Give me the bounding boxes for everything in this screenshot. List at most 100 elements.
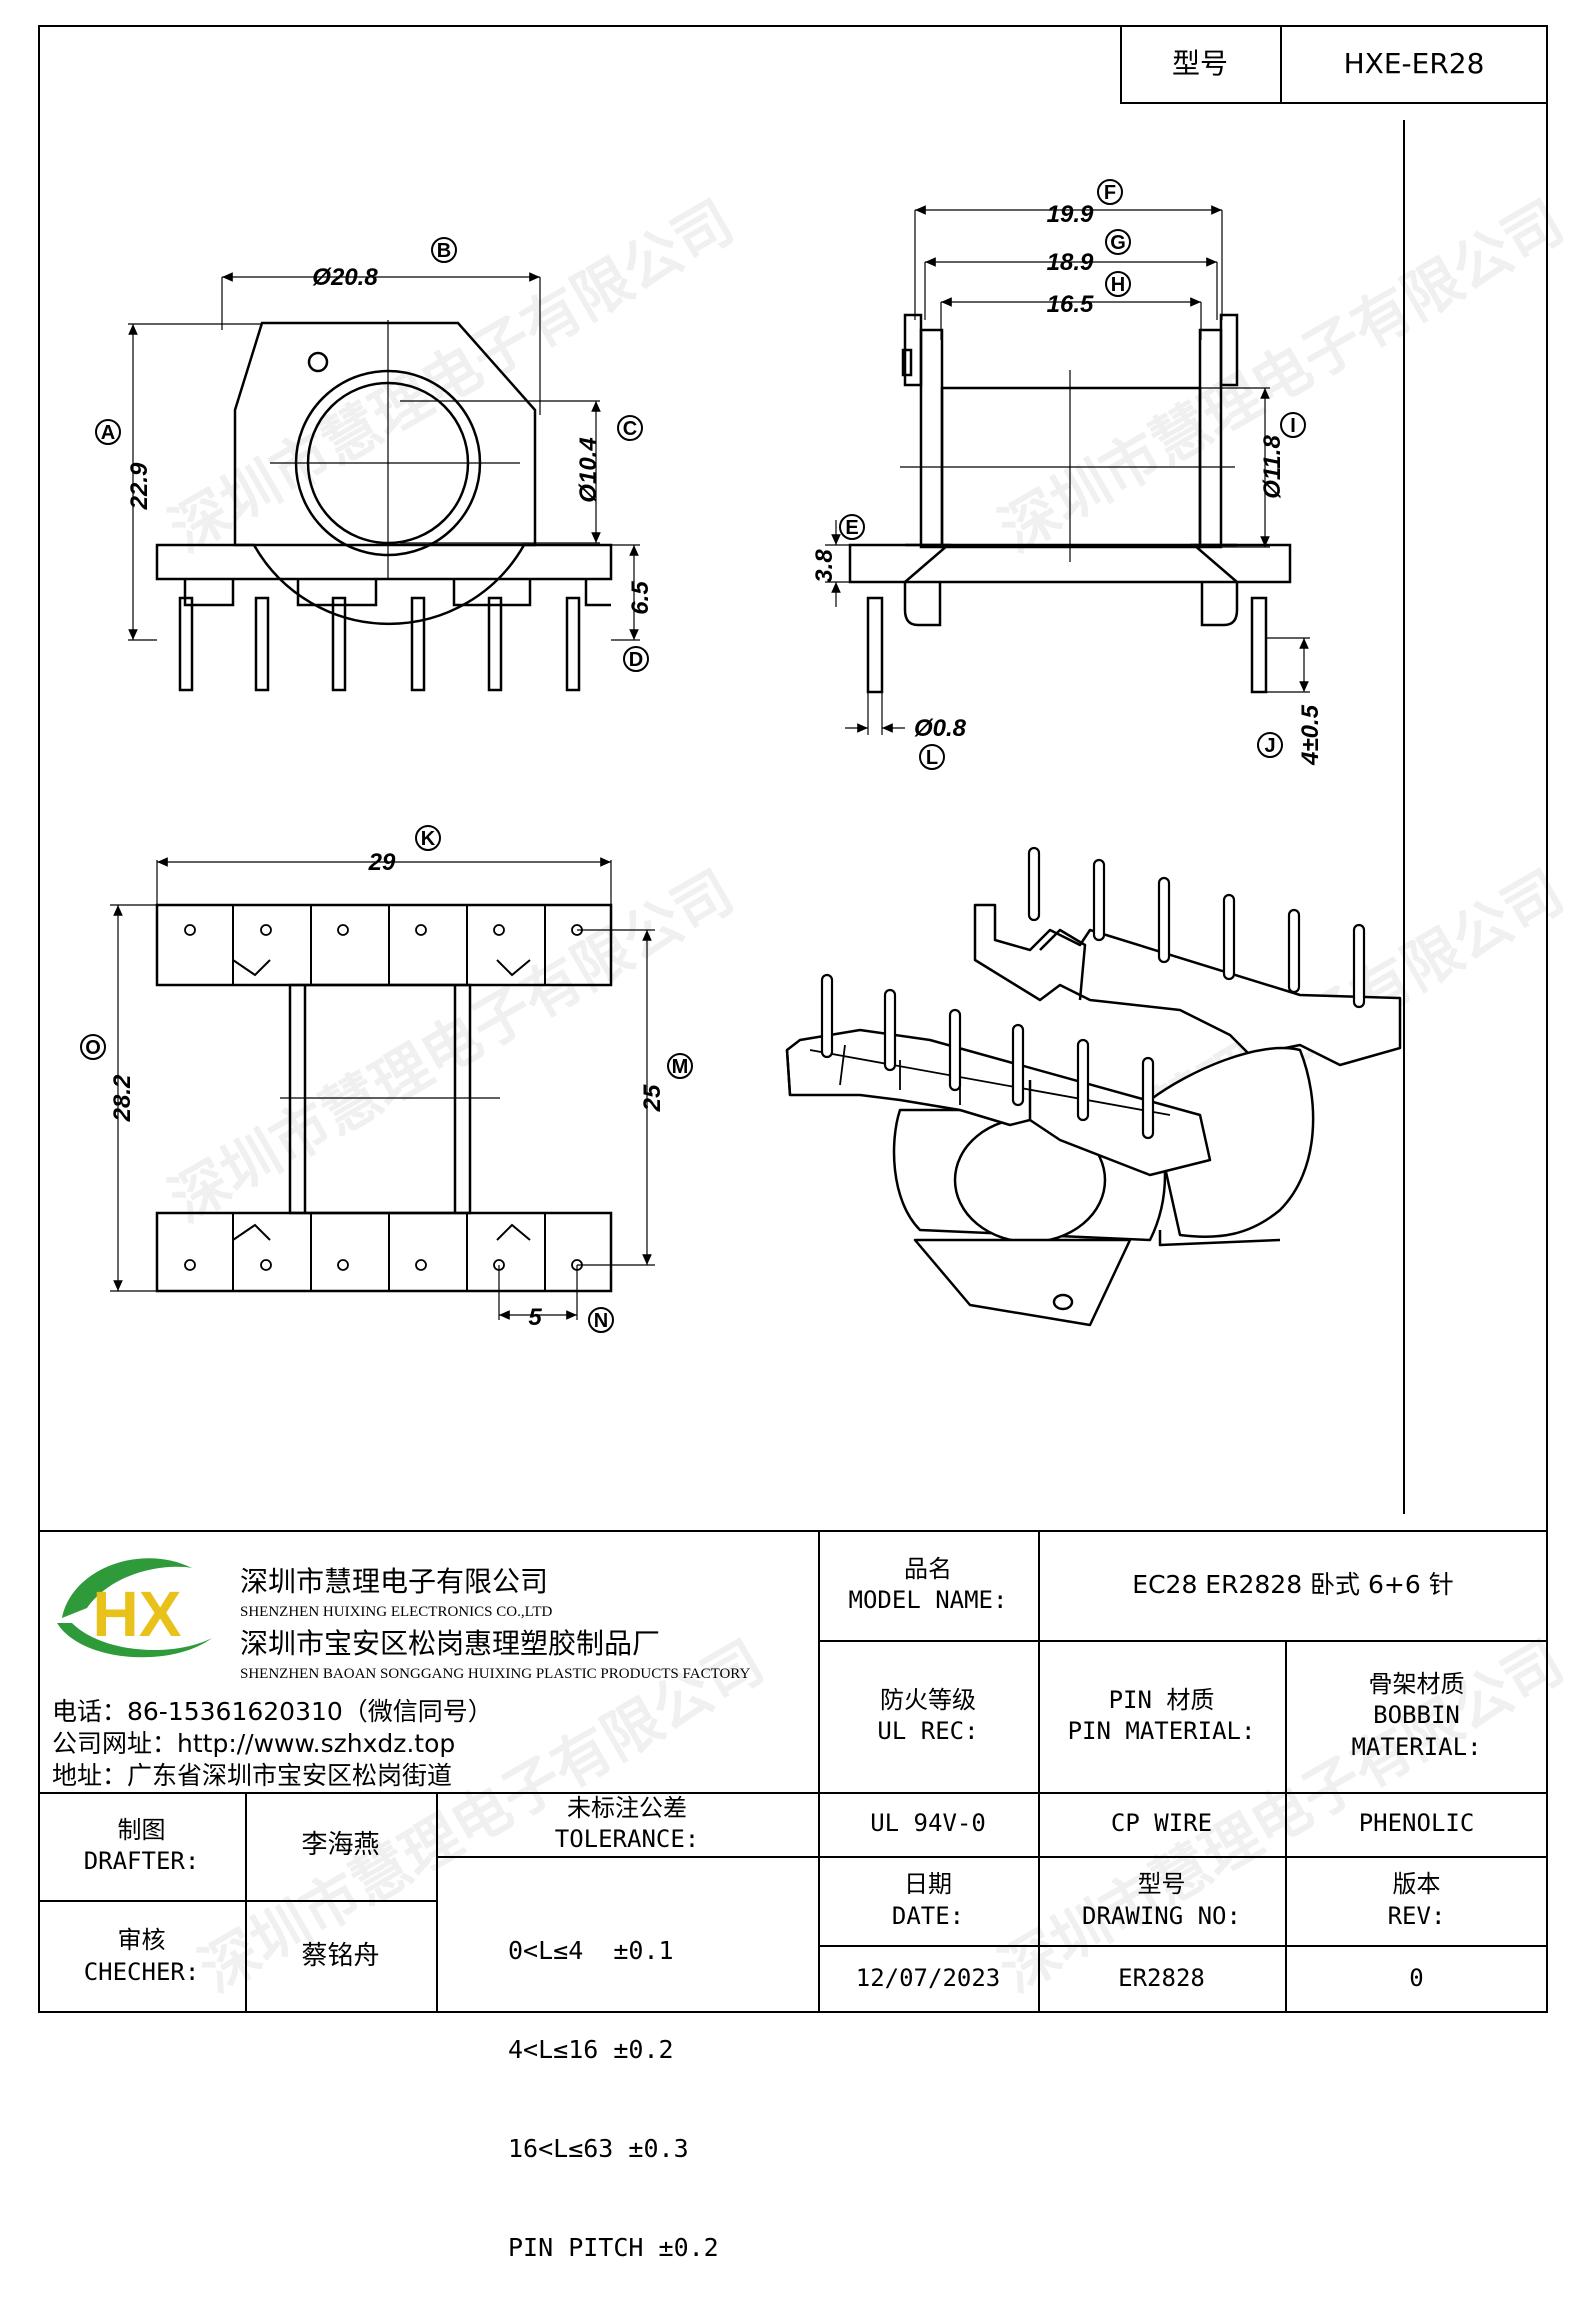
dim-side-H: 16.5 [1047,291,1094,318]
date-value: 12/07/2023 [855,1964,1001,1993]
model-name-value: EC28 ER2828 卧式 6+6 针 [1132,1569,1454,1599]
model-name-label-en: MODEL NAME: [848,1586,1008,1614]
balloon-D: D [623,646,649,672]
pin-label-en: PIN MATERIAL: [1067,1717,1256,1745]
company-name-en: SHENZHEN HUIXING ELECTRONICS CO.,LTD [240,1604,553,1620]
ul-value: UL 94V-0 [870,1809,986,1838]
technical-drawing: Ø20.8 22.9 Ø10.4 6.5 [80,179,1402,1333]
factory-name-en: SHENZHEN BAOAN SONGGANG HUIXING PLASTIC … [240,1666,751,1682]
side-view [825,205,1310,735]
pin-label-cn: PIN 材质 [1108,1685,1215,1714]
rev-label-cn: 版本 [1392,1870,1441,1899]
svg-text:I: I [1290,415,1296,437]
svg-text:D: D [629,649,643,671]
svg-text:L: L [926,747,938,769]
bobbin-value: PHENOLIC [1358,1809,1475,1838]
svg-text:K: K [421,828,436,850]
svg-text:O: O [85,1037,101,1059]
model-name-label-cn: 品名 [904,1554,952,1583]
svg-text:E: E [845,517,858,539]
logo-text: HX [93,1578,182,1650]
balloon-M: M [667,1053,693,1079]
date-label-en: DATE: [891,1901,965,1930]
company-address: 地址：广东省深圳市宝安区松岗街道 [52,1761,453,1790]
bobbin-label-en1: BOBBIN [1373,1701,1460,1730]
drafter-label-cn: 制图 [117,1815,166,1844]
drawing-no-label-cn: 型号 [1137,1870,1186,1899]
balloon-N: N [588,1307,614,1333]
dim-side-G: 18.9 [1047,249,1094,276]
company-logo: HX [52,1548,222,1668]
tolerance-item: 4<L≤16 ±0.2 [508,2035,674,2064]
margin-line [1403,120,1405,1514]
checker-label-cn: 审核 [117,1926,166,1955]
rev-value: 0 [1409,1964,1424,1993]
company-name-cn: 深圳市慧理电子有限公司 [240,1565,549,1598]
company-phone: 电话：86-15361620310（微信同号） [52,1697,493,1726]
svg-text:B: B [437,240,451,262]
svg-text:N: N [594,1310,608,1332]
rev-label-en: REV: [1387,1901,1446,1930]
dim-front-A: 22.9 [126,462,153,510]
svg-text:M: M [672,1056,689,1078]
tolerance-item: 16<L≤63 ±0.3 [508,2134,689,2163]
ul-label-cn: 防火等级 [880,1685,976,1714]
factory-name-cn: 深圳市宝安区松岗惠理塑胶制品厂 [240,1627,661,1660]
svg-text:A: A [101,422,115,444]
drawing-no-value: ER2828 [1118,1964,1205,1993]
balloon-A: A [95,419,121,445]
tolerance-label-cn: 未标注公差 [567,1793,687,1822]
date-label-cn: 日期 [904,1870,952,1899]
dim-side-I: Ø11.8 [1259,435,1286,499]
dim-side-L: Ø0.8 [914,715,967,742]
company-website: 公司网址：http://www.szhxdz.top [52,1729,456,1758]
front-view [128,272,640,692]
balloon-O: O [80,1034,106,1060]
drafter-label-en: DRAFTER: [83,1847,200,1875]
drawing-no-label-en: DRAWING NO: [1082,1901,1241,1930]
svg-text:G: G [1110,232,1126,254]
balloon-I: I [1280,412,1306,438]
svg-text:F: F [1104,182,1116,204]
header-model-box [1120,25,1548,104]
dim-front-B: Ø20.8 [312,264,378,291]
svg-text:C: C [623,418,637,440]
ul-label-en: UL REC: [877,1717,979,1745]
dim-side-E: 3.8 [811,549,838,583]
balloon-E: E [839,514,865,540]
dim-side-F: 19.9 [1047,201,1094,228]
svg-text:H: H [1111,274,1125,296]
balloon-H: H [1105,271,1131,297]
drawing-sheet [38,25,1548,2013]
dim-bottom-N: 5 [528,1304,542,1331]
logo-swoosh-icon [62,1558,192,1618]
bobbin-label-en2: MATERIAL: [1351,1732,1482,1761]
header-model-label: 型号 [1171,47,1228,81]
balloon-F: F [1097,179,1123,205]
dim-front-C: Ø10.4 [575,437,602,502]
balloon-K: K [415,825,441,851]
dim-bottom-O: 28.2 [109,1074,136,1122]
tolerance-list: 0<L≤4 ±0.1 4<L≤16 ±0.2 16<L≤63 ±0.3 PIN … [508,1868,719,2297]
dim-bottom-K: 29 [368,849,396,876]
balloon-letters: A B C D E F G H I J K L M N O [80,179,1306,1333]
dim-side-J: 4±0.5 [1297,704,1324,766]
tolerance-item: PIN PITCH ±0.2 [508,2233,719,2262]
dim-front-D: 6.5 [627,581,654,615]
header-model-value: HXE-ER28 [1343,47,1485,81]
isometric-view [785,846,1402,1327]
dim-bottom-M: 25 [639,1084,666,1112]
balloon-L: L [919,744,945,770]
tolerance-item: 0<L≤4 ±0.1 [508,1936,674,1965]
bottom-view [110,857,655,1320]
bobbin-label-cn: 骨架材质 [1368,1670,1465,1699]
checker-name: 蔡铭舟 [301,1940,380,1971]
balloon-B: B [431,237,457,263]
tolerance-label-en: TOLERANCE: [554,1825,700,1853]
balloon-J: J [1257,732,1283,758]
checker-label-en: CHECHER: [83,1957,200,1986]
balloon-G: G [1105,229,1131,255]
svg-text:J: J [1264,735,1275,757]
pin-value: CP WIRE [1110,1809,1213,1838]
balloon-C: C [617,415,643,441]
